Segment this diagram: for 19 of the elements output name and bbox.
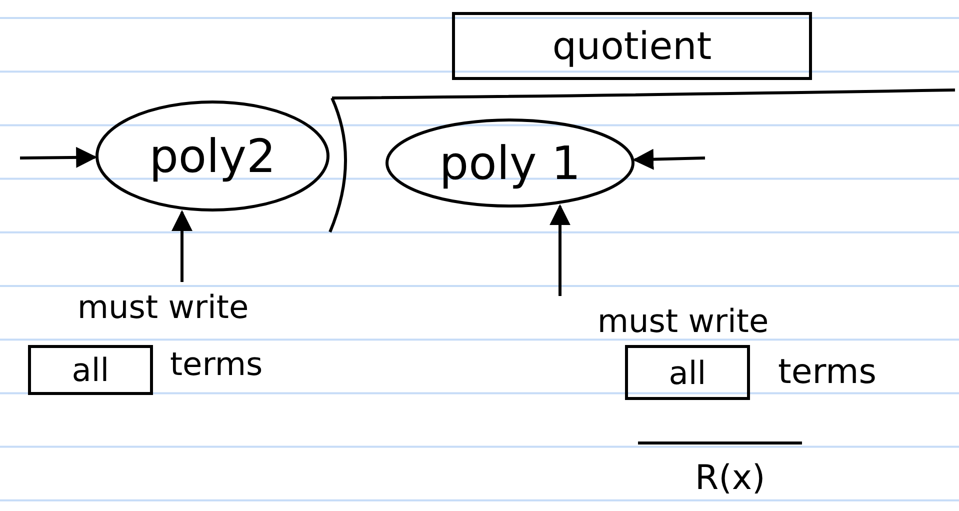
dividend-ellipse [385, 118, 635, 208]
remainder-text: R(x) [695, 458, 766, 498]
arrow [172, 210, 192, 282]
node-text: all [668, 354, 706, 392]
quotient-box [452, 12, 812, 80]
node-text: poly 1 [439, 136, 581, 190]
note-text: terms [170, 345, 263, 383]
node-text: poly2 [149, 129, 276, 183]
arrow [550, 204, 570, 296]
node-text: quotient [552, 24, 712, 68]
arrow [632, 148, 706, 170]
node-text: all [72, 351, 110, 389]
divisor-ellipse [95, 100, 330, 212]
note-text: terms [778, 352, 876, 392]
emphasis-box [28, 345, 153, 395]
note-text: must write [548, 296, 818, 346]
note-text: must write [38, 282, 288, 332]
arrow [20, 146, 98, 168]
emphasis-box [625, 345, 750, 400]
